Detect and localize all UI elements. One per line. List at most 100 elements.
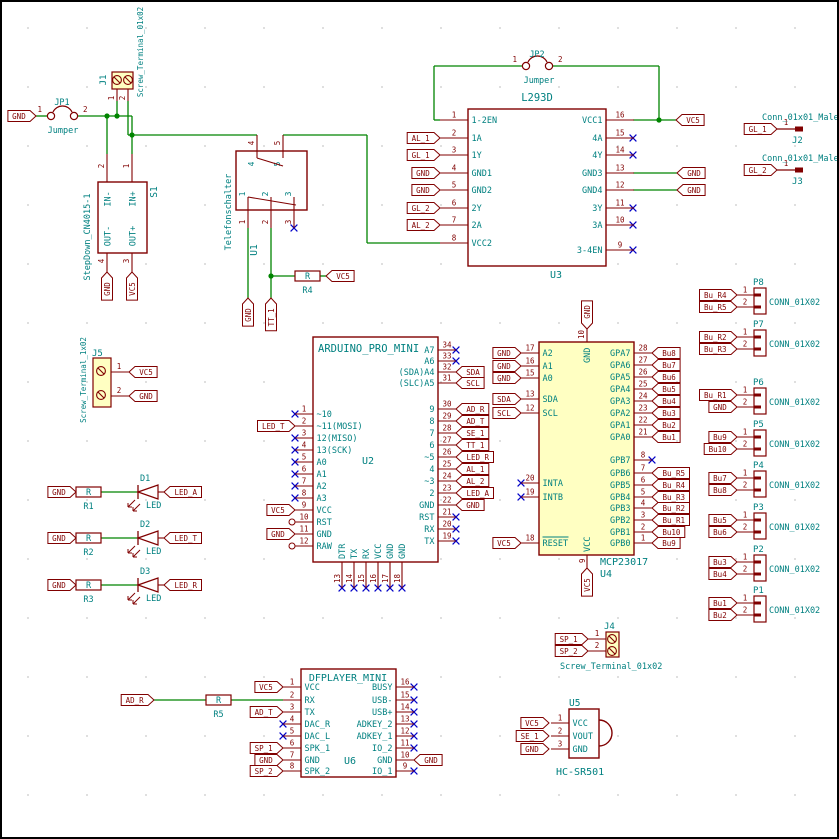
component-r4-resistor[interactable]: RR4 <box>294 270 321 296</box>
net-label-bu_r2[interactable]: Bu_R2 <box>699 331 738 343</box>
net-label-scl[interactable]: SCL <box>455 377 485 389</box>
net-label-tt_1[interactable]: TT_1 <box>455 439 490 451</box>
net-label-sda[interactable]: SDA <box>492 393 522 405</box>
net-label-al_1[interactable]: AL_1 <box>455 463 490 475</box>
net-label-gnd[interactable]: GND <box>266 528 296 540</box>
net-label-sp_2[interactable]: SP_2 <box>554 645 589 657</box>
net-label-vc5[interactable]: VC5 <box>675 114 705 126</box>
net-label-vc5[interactable]: VC5 <box>126 271 138 301</box>
net-label-bu7[interactable]: Bu7 <box>651 359 681 371</box>
net-label-vc5[interactable]: VC5 <box>581 567 593 597</box>
net-label-bu_r1[interactable]: Bu_R1 <box>699 389 738 401</box>
net-label-vc5[interactable]: VC5 <box>254 681 284 693</box>
component-u1-telefonschalter[interactable]: 4455112233U1Telefonschalter <box>224 135 308 256</box>
net-label-gnd[interactable]: GND <box>520 743 550 755</box>
net-label-gnd[interactable]: GND <box>492 360 522 372</box>
net-label-bu_r4[interactable]: Bu_R4 <box>699 289 738 301</box>
net-label-bu5[interactable]: Bu5 <box>708 514 738 526</box>
component-u4-mcp23017[interactable]: MCP23017U417A216A115A013SDA12SCL20INTA19… <box>521 329 652 580</box>
net-label-gnd[interactable]: GND <box>128 390 158 402</box>
net-label-bu_r3[interactable]: Bu_R3 <box>699 343 738 355</box>
net-label-al_1[interactable]: AL_1 <box>406 132 441 144</box>
net-label-bu_r5[interactable]: Bu_R5 <box>651 467 690 479</box>
net-label-bu3[interactable]: Bu3 <box>651 407 681 419</box>
net-label-bu4[interactable]: Bu4 <box>651 395 681 407</box>
net-label-se_1[interactable]: SE_1 <box>515 730 550 742</box>
net-label-gnd[interactable]: GND <box>492 347 522 359</box>
net-label-scl[interactable]: SCL <box>492 407 522 419</box>
net-label-vc5[interactable]: VC5 <box>492 537 522 549</box>
net-label-bu_r3[interactable]: Bu_R3 <box>651 491 690 503</box>
net-label-bu10[interactable]: Bu10 <box>651 526 686 538</box>
net-label-ad_t[interactable]: AD_T <box>455 415 490 427</box>
net-label-bu_r4[interactable]: Bu_R4 <box>651 479 690 491</box>
net-label-gnd[interactable]: GND <box>242 297 254 327</box>
component-u3-l293d[interactable]: L293DU311-2EN21A31Y4GND15GND262Y72A8VCC2… <box>440 92 634 281</box>
net-label-bu_r2[interactable]: Bu_R2 <box>651 502 690 514</box>
net-label-bu6[interactable]: Bu6 <box>651 371 681 383</box>
net-label-bu1[interactable]: Bu1 <box>651 431 681 443</box>
component-r2-resistor[interactable]: RR2 <box>75 532 102 558</box>
net-label-bu5[interactable]: Bu5 <box>651 383 681 395</box>
net-label-led_a[interactable]: LED_A <box>455 487 494 499</box>
net-label-gnd[interactable]: GND <box>492 372 522 384</box>
net-label-bu10[interactable]: Bu10 <box>703 443 738 455</box>
net-label-gnd[interactable]: GND <box>455 499 485 511</box>
net-label-bu8[interactable]: Bu8 <box>651 347 681 359</box>
net-label-gnd[interactable]: GND <box>47 579 77 591</box>
net-label-led_a[interactable]: LED_A <box>163 486 202 498</box>
net-label-ad_r[interactable]: AD_R <box>455 403 490 415</box>
net-label-se_1[interactable]: SE_1 <box>455 427 490 439</box>
net-label-sp_1[interactable]: SP_1 <box>554 633 589 645</box>
net-label-led_t[interactable]: LED_T <box>257 420 296 432</box>
component-r5-resistor[interactable]: RR5 <box>205 694 232 720</box>
net-label-bu9[interactable]: Bu9 <box>651 537 681 549</box>
net-label-gnd[interactable]: GND <box>676 184 706 196</box>
net-label-bu_r5[interactable]: Bu_R5 <box>699 301 738 313</box>
net-label-bu2[interactable]: Bu2 <box>651 419 681 431</box>
component-r3-resistor[interactable]: RR3 <box>75 579 102 605</box>
net-label-gnd[interactable]: GND <box>411 184 441 196</box>
component-r1-resistor[interactable]: RR1 <box>75 486 102 512</box>
net-label-gnd[interactable]: GND <box>676 167 706 179</box>
net-label-gnd[interactable]: GND <box>254 754 284 766</box>
net-label-vc5[interactable]: VC5 <box>128 366 158 378</box>
net-label-sp_2[interactable]: SP_2 <box>249 765 284 777</box>
net-label-gnd[interactable]: GND <box>411 167 441 179</box>
net-label-bu8[interactable]: Bu8 <box>708 484 738 496</box>
net-label-gl_2[interactable]: GL_2 <box>406 202 441 214</box>
net-label-gnd[interactable]: GND <box>101 271 113 301</box>
net-label-sp_1[interactable]: SP_1 <box>249 742 284 754</box>
component-u2-arduino_pro_mini[interactable]: ARDUINO_PRO_MINIU21~102~11(MOSI)312(MISO… <box>295 336 456 588</box>
net-label-sda[interactable]: SDA <box>455 366 485 378</box>
net-label-bu6[interactable]: Bu6 <box>708 526 738 538</box>
net-label-gnd[interactable]: GND <box>47 532 77 544</box>
net-label-gl_1[interactable]: GL_1 <box>743 123 778 135</box>
net-label-led_r[interactable]: LED_R <box>455 451 494 463</box>
net-label-al_2[interactable]: AL_2 <box>406 219 441 231</box>
component-u6-dfplayer_mini[interactable]: DFPLAYER_MINIU61VCC2RX3TX4DAC_R5DAC_L6SP… <box>283 668 414 778</box>
net-label-ad_t[interactable]: AD_T <box>249 706 284 718</box>
net-label-al_2[interactable]: AL_2 <box>455 475 490 487</box>
net-label-gnd[interactable]: GND <box>708 401 738 413</box>
net-label-bu9[interactable]: Bu9 <box>708 431 738 443</box>
net-label-tt_1[interactable]: TT_1 <box>265 297 277 332</box>
net-label-vc5[interactable]: VC5 <box>325 270 355 282</box>
